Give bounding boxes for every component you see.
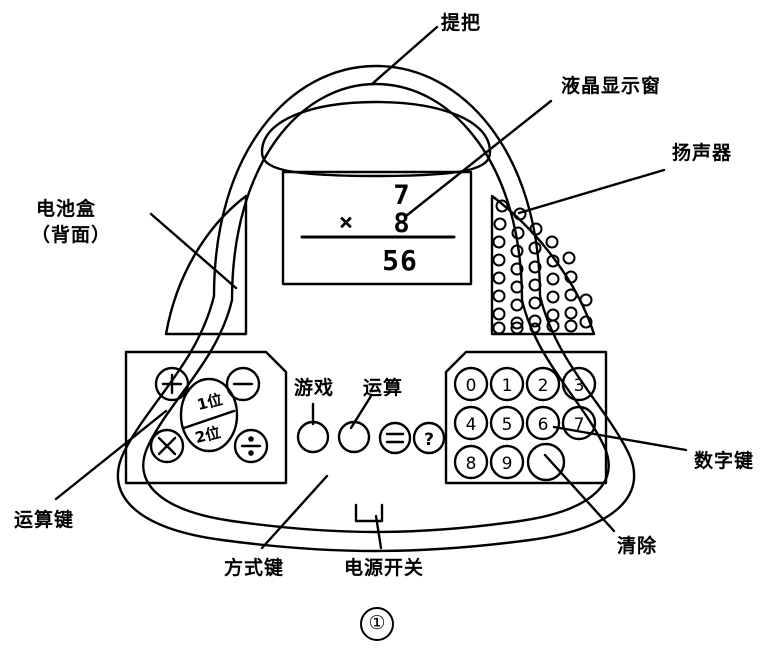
battery-box-panel — [164, 194, 248, 336]
numkey-5-label: 5 — [502, 415, 513, 435]
key-clear — [526, 442, 566, 482]
key-calculate — [337, 420, 371, 454]
numkey-6 — [525, 405, 561, 441]
heading-calculate: 运算 — [363, 377, 404, 399]
numkey-1 — [489, 366, 525, 402]
callout-mode-keys: 方式键 — [224, 557, 285, 579]
numkey-7 — [561, 405, 597, 441]
numkey-4 — [453, 405, 489, 441]
numkey-1-label: 1 — [502, 376, 513, 396]
numkey-7-label: 7 — [574, 415, 585, 435]
stem-calculate — [349, 394, 373, 430]
numkey-2 — [525, 366, 561, 402]
power-switch-tab — [354, 503, 384, 523]
numkey-0-label: 0 — [466, 376, 477, 396]
leader-number-keys — [552, 425, 688, 452]
speaker-grille-holes — [492, 199, 593, 335]
numkey-8-label: 8 — [466, 454, 477, 474]
key-minus — [225, 366, 261, 402]
key-plus — [154, 366, 190, 402]
lcd-operand-top: 7 — [393, 180, 410, 211]
callout-speaker: 扬声器 — [672, 142, 733, 164]
speaker-panel — [490, 194, 596, 336]
key-help-label: ? — [424, 430, 434, 450]
leader-speaker — [517, 168, 666, 215]
leader-handle — [370, 25, 439, 86]
numkey-3 — [561, 366, 597, 402]
handle-slot — [260, 100, 492, 178]
leader-operation-keys — [54, 409, 168, 501]
key-equals — [378, 421, 412, 455]
numkey-9 — [489, 444, 525, 480]
key-divide — [233, 428, 269, 464]
callout-lcd-window: 液晶显示窗 — [561, 75, 662, 97]
number-key-panel — [444, 350, 608, 485]
key-times — [149, 428, 185, 464]
figure-number: ① — [355, 606, 399, 641]
callout-battery-box: 电池盒 — [36, 198, 97, 220]
numkey-6-label: 6 — [538, 415, 549, 435]
numkey-3-label: 3 — [574, 376, 585, 396]
leader-power-switch — [374, 514, 383, 550]
numkey-4-label: 4 — [466, 415, 477, 435]
digit-mode-lower-label: 2位 — [193, 423, 222, 447]
numkey-2-label: 2 — [538, 376, 549, 396]
heading-game: 游戏 — [294, 377, 335, 399]
operation-key-panel — [124, 350, 288, 485]
callout-operation-keys: 运算键 — [14, 509, 75, 531]
digit-mode-selector — [179, 377, 239, 453]
lcd-content: 7 × 8 56 — [339, 180, 418, 277]
device-outer-shell — [116, 64, 636, 553]
lcd-operator: × — [339, 208, 353, 236]
key-game — [296, 420, 330, 454]
callout-power-switch: 电源开关 — [344, 557, 425, 579]
lcd-result: 56 — [382, 244, 418, 277]
key-help — [412, 421, 446, 455]
numkey-8 — [453, 444, 489, 480]
callout-clear-key: 清除 — [617, 535, 658, 557]
leader-mode-keys — [260, 474, 329, 550]
numkey-9-label: 9 — [502, 454, 513, 474]
figure-number-text: ① — [360, 607, 394, 641]
lcd-window-frame — [281, 170, 473, 286]
lcd-operand-bottom: 8 — [393, 208, 410, 239]
callout-handle: 提把 — [441, 12, 482, 34]
leader-battery-box — [149, 212, 238, 290]
callout-battery-box-note: （背面） — [31, 224, 112, 246]
leader-clear-key — [543, 453, 616, 533]
numkey-0 — [453, 366, 489, 402]
callout-number-keys: 数字键 — [694, 450, 755, 472]
digit-mode-upper-label: 1位 — [195, 390, 224, 414]
numkey-5 — [489, 405, 525, 441]
digit-mode-divider — [182, 409, 236, 430]
leader-lcd-window — [404, 99, 553, 218]
